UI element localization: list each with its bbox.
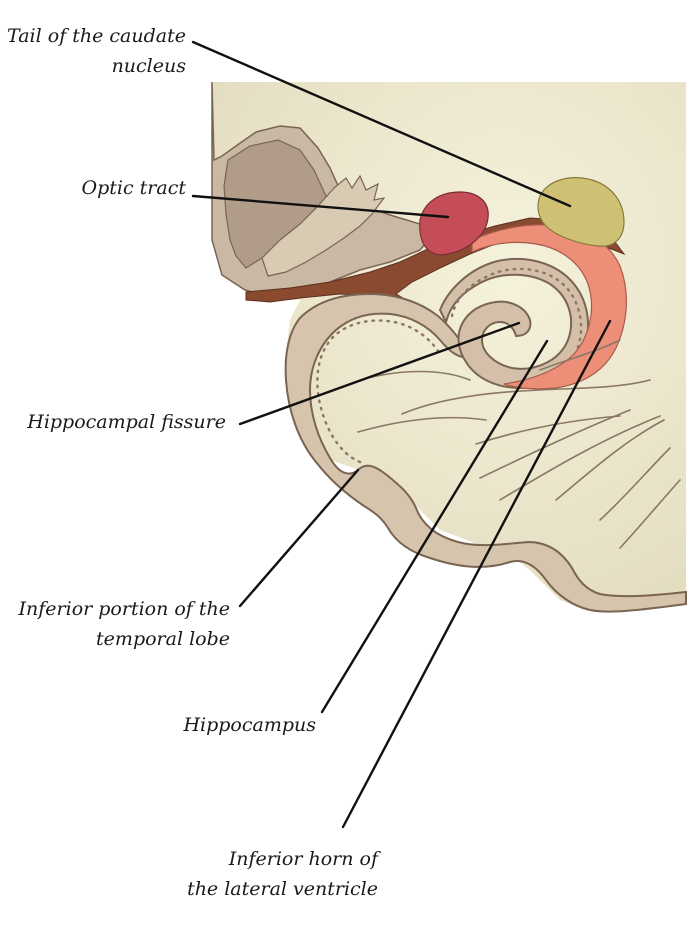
- leader-line-hippocampus: [320, 339, 549, 714]
- caudate-nucleus-tail: [537, 177, 625, 247]
- label-inferior-temporal: Inferior portion of the temporal lobe: [0, 594, 230, 654]
- label-inferior-horn: Inferior horn of the lateral ventricle: [0, 844, 378, 904]
- fiber-lines: [357, 339, 681, 549]
- jagged-tissue: [261, 174, 386, 277]
- optic-tract: [419, 191, 489, 256]
- label-hippocampus: Hippocampus: [183, 714, 316, 736]
- leader-line-hippocampal-fissure: [238, 321, 521, 426]
- label-inferior-temporal-line2: temporal lobe: [96, 628, 230, 650]
- label-inferior-horn-line2: the lateral ventricle: [187, 878, 378, 900]
- label-inferior-temporal-line1: Inferior portion of the: [18, 598, 230, 620]
- leader-lines: [191, 40, 612, 829]
- label-hippocampal-fissure: Hippocampal fissure: [27, 411, 226, 433]
- label-tail-caudate-line2: nucleus: [111, 55, 186, 77]
- label-inferior-horn-line1: Inferior horn of: [228, 848, 378, 870]
- leader-line-optic-tract: [191, 194, 450, 219]
- leader-line-inferior-temporal: [238, 468, 360, 608]
- label-optic-tract: Optic tract: [81, 177, 186, 199]
- leader-line-inferior-horn: [341, 319, 612, 829]
- leader-line-caudate: [191, 40, 572, 208]
- label-tail-caudate: Tail of the caudate nucleus: [0, 21, 186, 81]
- label-tail-caudate-line1: Tail of the caudate: [7, 25, 186, 47]
- temporal-lobe-cortex: [284, 292, 687, 613]
